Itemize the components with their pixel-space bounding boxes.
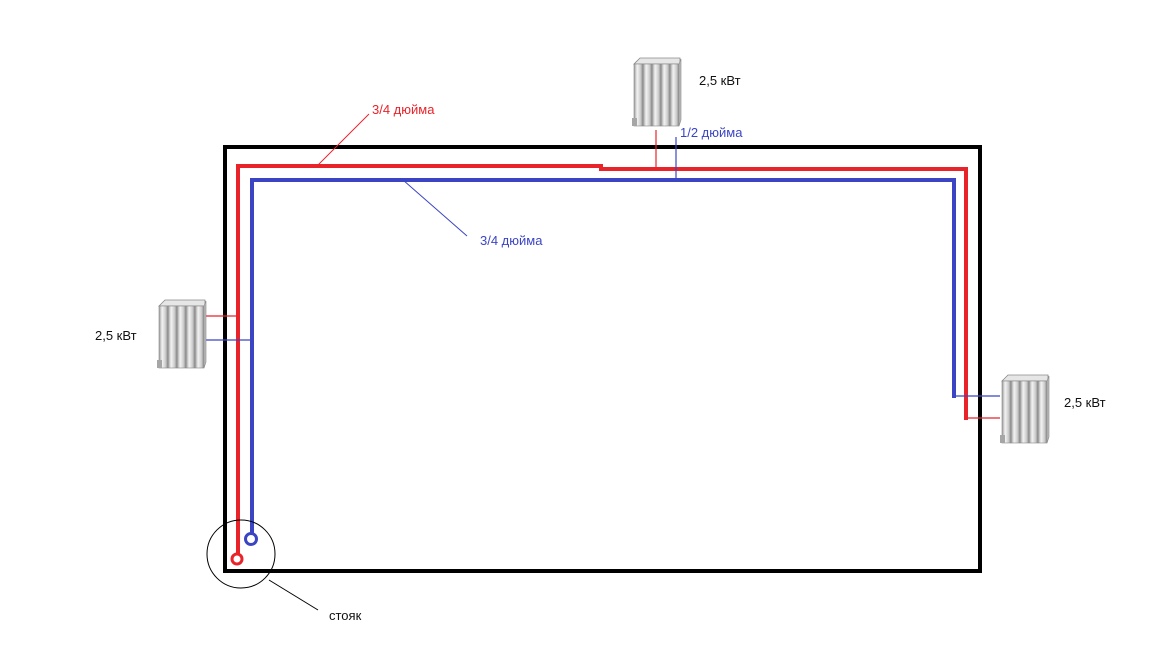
radiator-top-power: 2,5 кВт xyxy=(699,73,741,88)
supply-pipe-label: 3/4 дюйма xyxy=(372,102,435,117)
return-pipe xyxy=(250,178,956,538)
radiator-icon xyxy=(999,374,1050,444)
radiator-icon xyxy=(631,57,682,127)
return-riser-icon xyxy=(244,532,258,546)
supply-label-leader xyxy=(316,113,370,167)
radiator-left-power: 2,5 кВт xyxy=(95,328,137,343)
room-outline xyxy=(223,145,982,573)
riser-label-leader xyxy=(268,579,319,611)
supply-pipe xyxy=(236,164,968,558)
riser-label: стояк xyxy=(329,608,362,623)
riser-circle-icon xyxy=(206,519,276,589)
return-pipe-label: 3/4 дюйма xyxy=(480,233,543,248)
return-label-leader xyxy=(402,179,468,237)
radiator-right-power: 2,5 кВт xyxy=(1064,395,1106,410)
radiator-icon xyxy=(156,299,207,369)
supply-riser-icon xyxy=(230,552,244,566)
branch-pipe-label: 1/2 дюйма xyxy=(680,125,743,140)
